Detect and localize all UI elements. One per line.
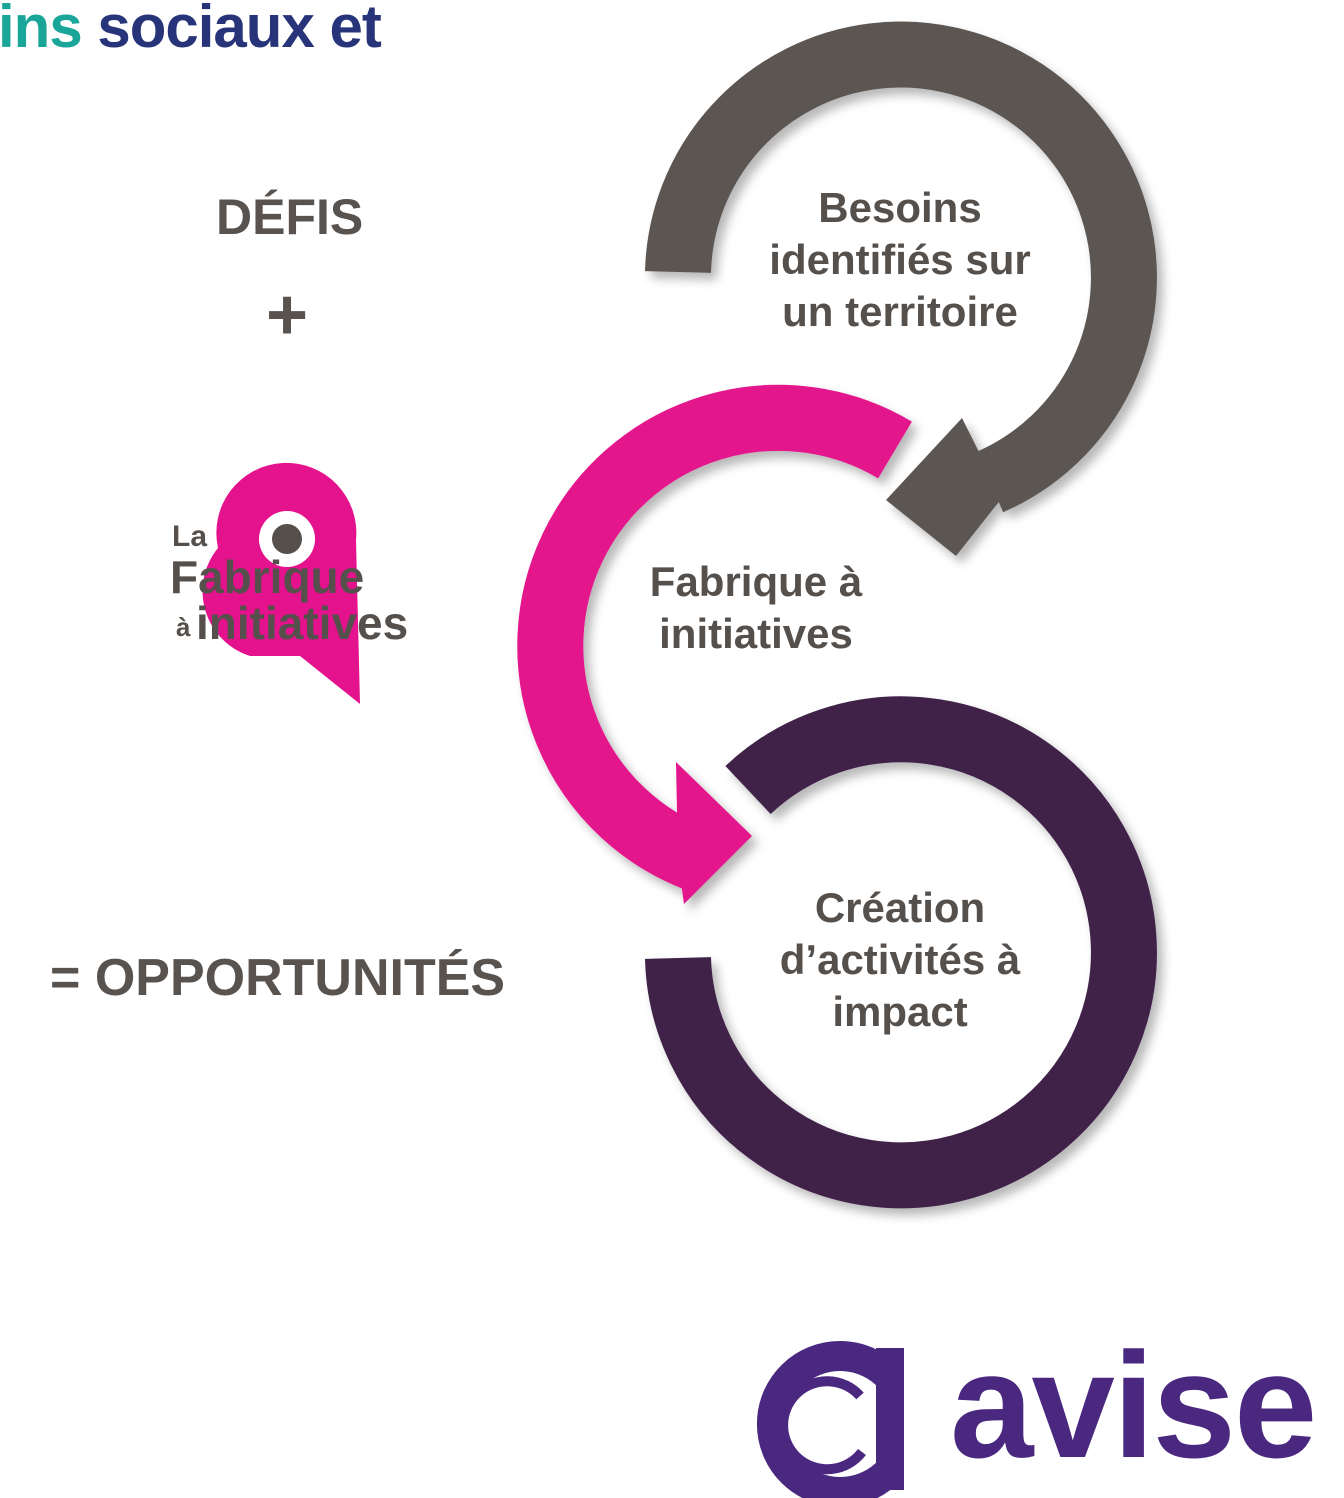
loop-creation-line: d’activités à (779, 936, 1021, 983)
page-title: ins sociaux et (0, 0, 382, 61)
fabrique-logo-pin (202, 462, 360, 704)
loop-besoins-line: Besoins (818, 184, 982, 231)
loop-besoins-arrowhead (886, 418, 1002, 556)
fabrique-logo-fabrique: Fabrique (170, 551, 365, 603)
fabrique-logo-la: La (172, 520, 208, 553)
pin-dot (272, 524, 302, 554)
avise-logo-emblem (756, 1341, 904, 1498)
loop-fabrique-arrowhead (676, 762, 752, 904)
loop-creation-arc (645, 696, 1157, 1209)
loop-fabrique-line: Fabrique à (649, 558, 863, 605)
loop-besoins-line: identifiés sur (769, 236, 1031, 283)
loop-creation-line: Création (814, 884, 986, 931)
title-part-navy: sociaux et (97, 0, 381, 60)
loop-fabrique (517, 384, 912, 904)
loop-creation-label: Création d’activités à impact (750, 882, 1050, 1038)
avise-emblem-inner (778, 1376, 866, 1475)
loop-creation (645, 696, 1157, 1209)
opportunites-label: = OPPORTUNITÉS (50, 949, 506, 1007)
loop-besoins (645, 21, 1157, 556)
avise-emblem-ring (756, 1341, 902, 1498)
loop-fabrique-line: initiatives (659, 610, 853, 657)
pin-shape (202, 462, 360, 704)
defis-label: DÉFIS (216, 189, 364, 245)
avise-logo-wordmark: avise (950, 1321, 1317, 1489)
loop-besoins-line: un territoire (782, 288, 1018, 335)
loop-creation-line: impact (832, 988, 968, 1035)
loop-fabrique-label: Fabrique à initiatives (606, 556, 906, 660)
avise-emblem-bar (876, 1348, 904, 1490)
fabrique-logo-a: à (176, 612, 191, 642)
title-part-teal: ins (0, 0, 83, 60)
loop-besoins-label: Besoins identifiés sur un territoire (740, 182, 1060, 338)
fabrique-logo-initiatives: initiatives (196, 597, 409, 649)
plus-sign: + (266, 275, 309, 355)
loop-besoins-arc (645, 21, 1157, 513)
loop-fabrique-arc (517, 384, 912, 891)
